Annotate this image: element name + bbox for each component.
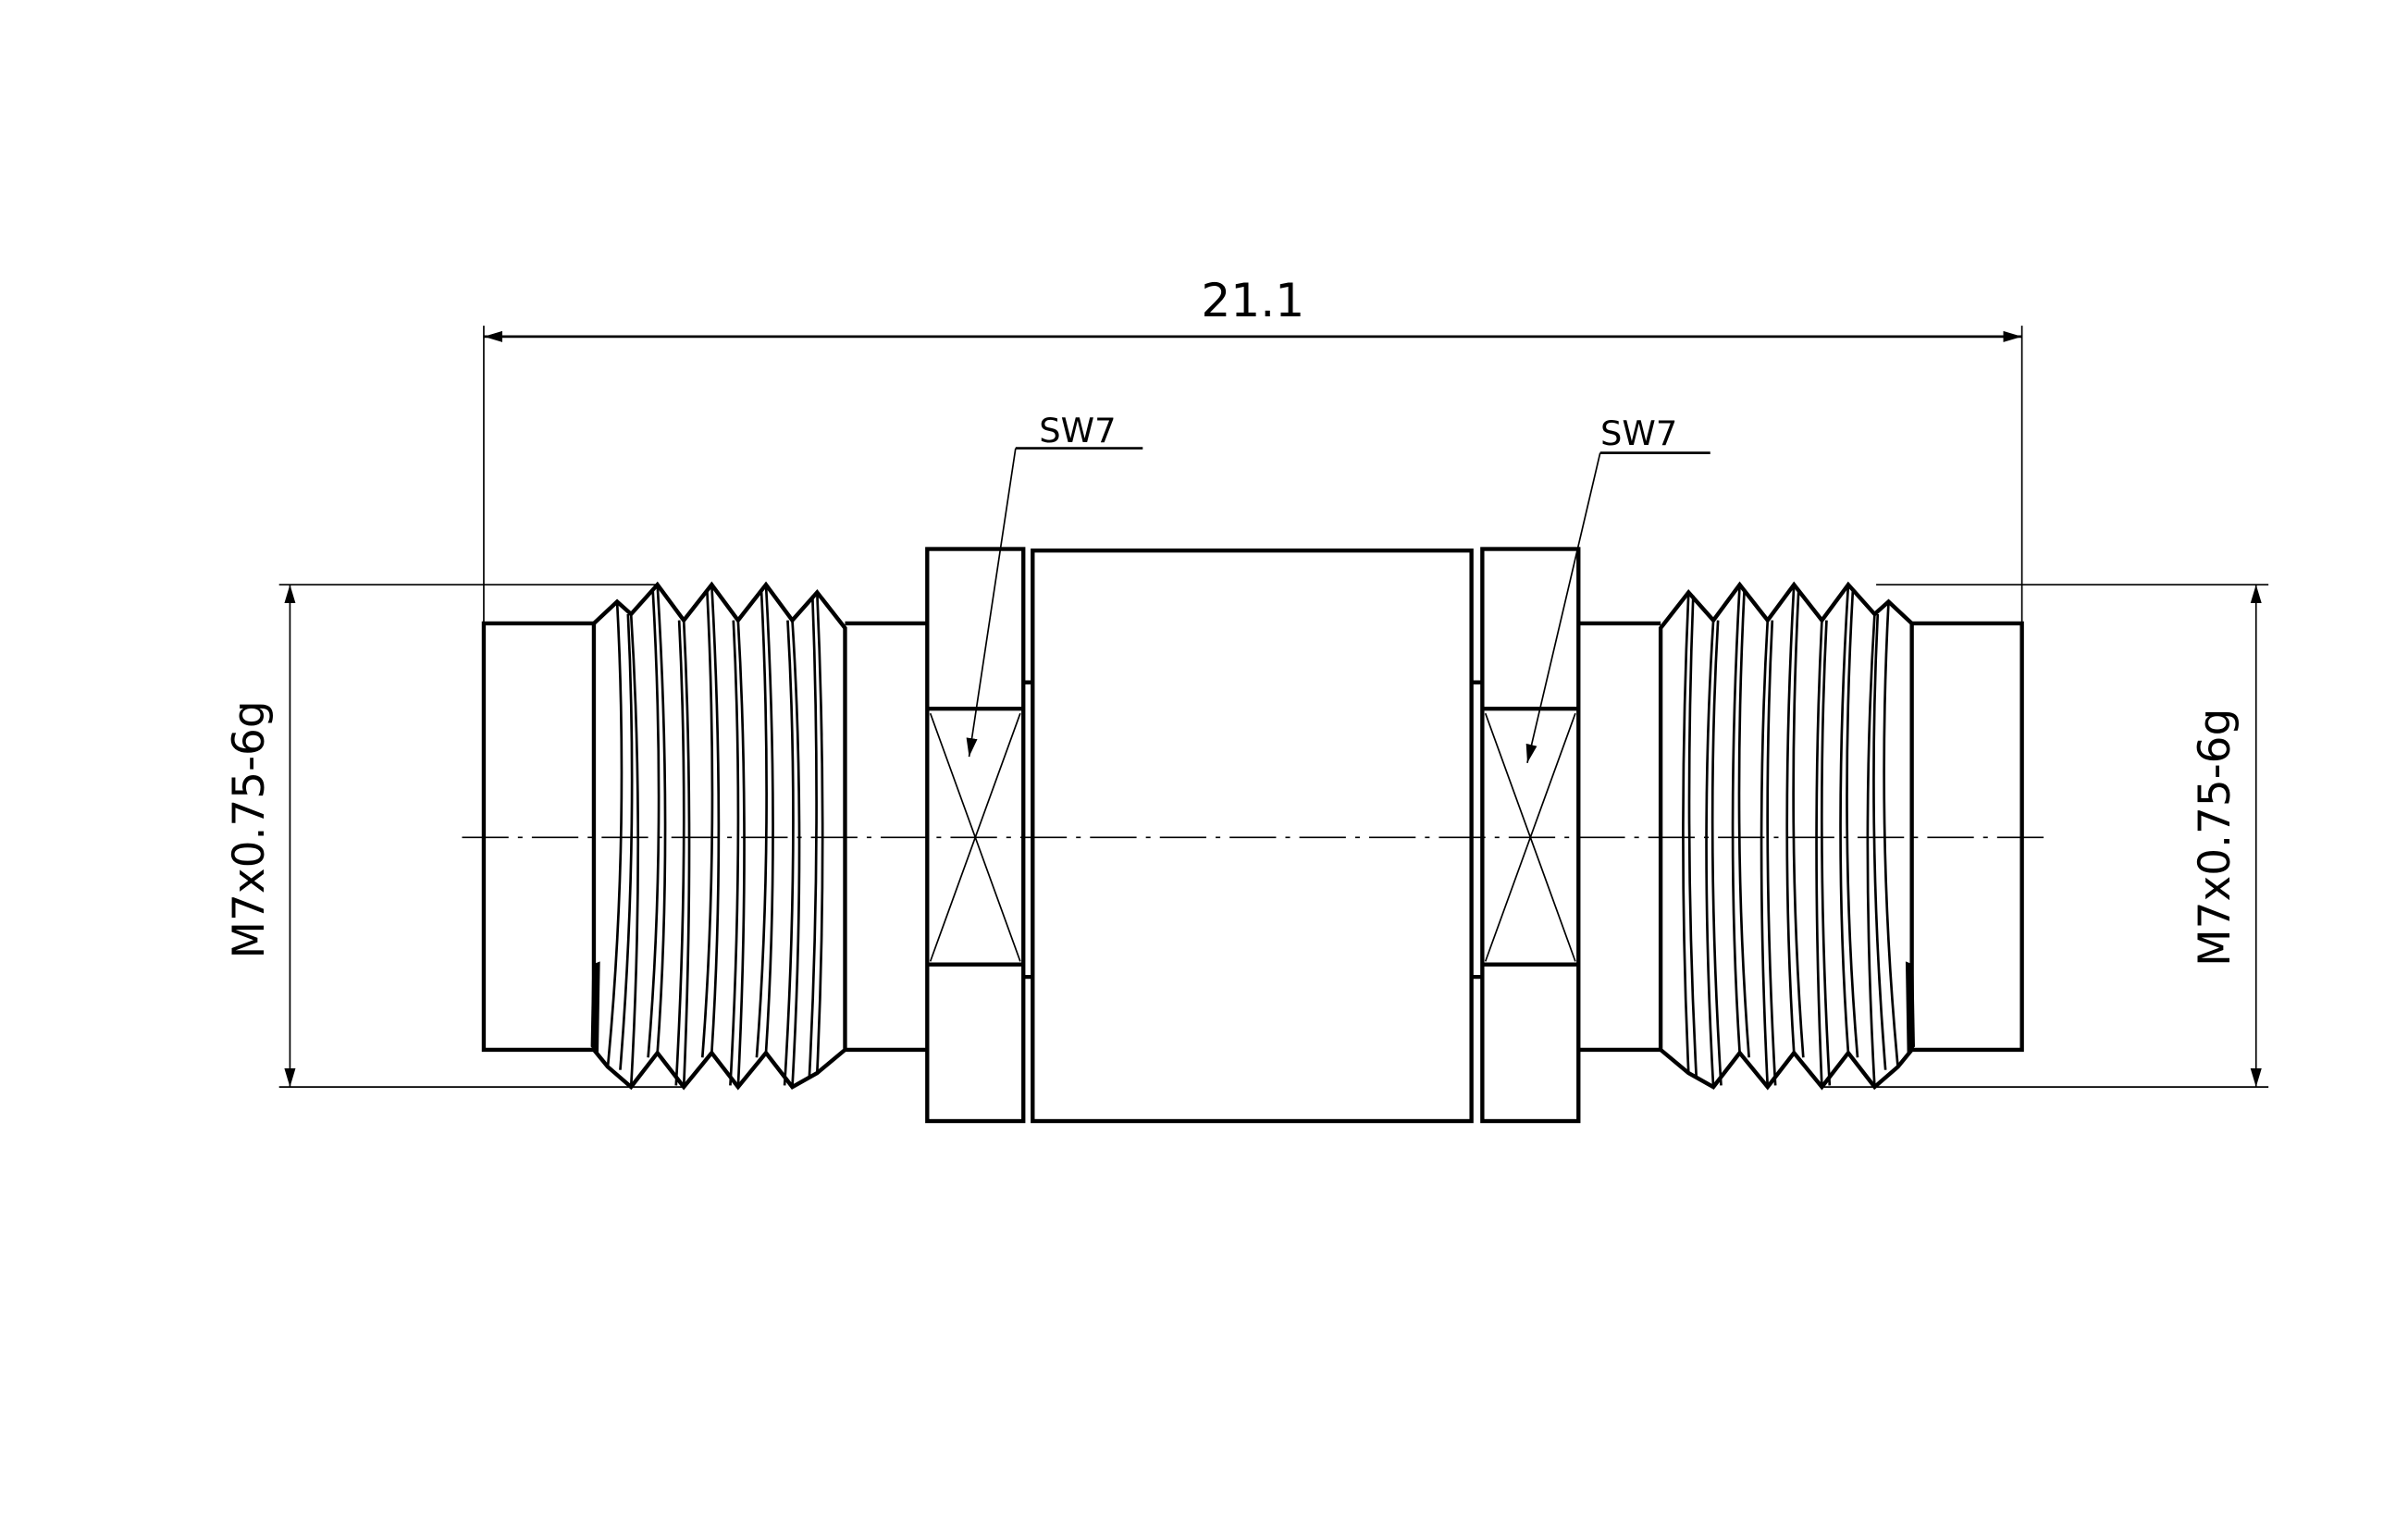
right-hex-nut	[1480, 547, 1581, 1124]
left-hex-nut	[925, 547, 1026, 1124]
overall-length-dimension: 21.1	[483, 273, 2023, 623]
right-thread	[1661, 585, 1915, 1087]
left-wrench-callout: SW7	[966, 411, 1143, 758]
overall-length-label: 21.1	[1201, 273, 1304, 327]
left-thread-dimension: M7x0.75-6g	[224, 584, 685, 1088]
left-thread-label: M7x0.75-6g	[224, 700, 275, 958]
left-thread	[591, 585, 846, 1087]
connector-body	[481, 547, 2024, 1124]
center-body	[1031, 549, 1474, 1124]
right-wrench-callout: SW7	[1525, 413, 1710, 764]
left-wrench-label: SW7	[1039, 411, 1116, 450]
right-thread-label: M7x0.75-6g	[2190, 709, 2241, 967]
right-wrench-label: SW7	[1600, 413, 1677, 453]
right-thread-dimension: M7x0.75-6g	[1821, 584, 2269, 1088]
